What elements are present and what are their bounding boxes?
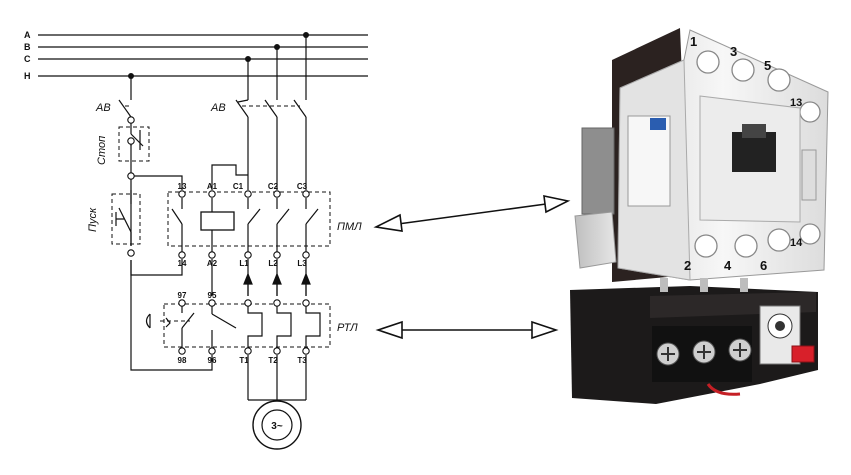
contactor-pointer-arrow (373, 194, 571, 232)
terminal-label: C3 (297, 182, 308, 191)
terminal-label: A1 (207, 182, 218, 191)
start-button-box (111, 193, 141, 245)
terminal-labels: 13 A1 C1 C2 C3 14 A2 L1 L2 L3 97 95 98 9… (178, 182, 308, 365)
flow-arrows (243, 272, 311, 296)
relay-box (163, 303, 331, 348)
photo-number: 14 (790, 237, 803, 249)
photo-number: 3 (730, 44, 737, 59)
bus-label-c: C (24, 54, 31, 64)
terminal-label: L1 (239, 259, 249, 268)
terminal-label: L2 (268, 259, 278, 268)
start-label: Пуск (87, 207, 99, 232)
device-photo: 1 3 5 13 2 4 6 14 (570, 28, 829, 404)
breaker-single-label: АВ (95, 102, 111, 114)
italic-labels: АВ АВ Стоп Пуск ПМЛ РТЛ (87, 102, 362, 334)
screw-holes-top (696, 50, 821, 123)
contactor-actuator (732, 132, 776, 172)
terminal-label: T1 (239, 356, 249, 365)
photo-number: 4 (724, 258, 732, 273)
terminal-label: 96 (208, 356, 217, 365)
breaker-three-label: АВ (210, 102, 226, 114)
photo-number: 5 (764, 58, 771, 73)
relay-pointer-arrow (375, 320, 559, 340)
relay-terminal-screws (652, 326, 752, 382)
relay-reset-symbol (145, 313, 171, 329)
terminal-label: T2 (268, 356, 278, 365)
terminal-label: C2 (268, 182, 279, 191)
motor-label: 3~ (271, 421, 283, 432)
terminal-label: T3 (297, 356, 307, 365)
contactor-name: ПМЛ (337, 221, 362, 233)
stop-label: Стоп (96, 136, 108, 165)
terminal-label: 95 (208, 291, 217, 300)
photo-number: 13 (790, 97, 802, 109)
bus-label-n: H (24, 71, 31, 81)
photo-number: 1 (690, 34, 697, 49)
terminal-label: C1 (233, 182, 244, 191)
contactor-coil (200, 211, 235, 231)
terminal-label: 14 (178, 259, 187, 268)
brand-logo (650, 118, 666, 130)
terminal-label: 13 (178, 182, 187, 191)
connector-pins (660, 278, 748, 292)
photo-number: 6 (760, 258, 767, 273)
bus-labels: A B C H (24, 30, 31, 81)
bus-junctions (128, 32, 309, 79)
bus-label-b: B (24, 42, 31, 52)
photo-number: 2 (684, 258, 691, 273)
start-button-symbol (115, 190, 132, 246)
contactor-label-plate (627, 115, 671, 207)
relay-name: РТЛ (337, 322, 358, 334)
relay-reset-button (791, 345, 815, 363)
screw-holes-bottom (694, 223, 821, 258)
pointer-arrows (373, 194, 571, 340)
relay-red-wire (706, 383, 741, 396)
contactor-side-clip (581, 127, 615, 215)
bus-lines (38, 34, 368, 77)
photo-numbers: 1 3 5 13 2 4 6 14 (684, 34, 803, 273)
terminal-label: A2 (207, 259, 218, 268)
terminal-label: L3 (297, 259, 307, 268)
stop-button-box (118, 126, 150, 162)
terminal-circles (127, 116, 310, 355)
motor: 3~ (252, 400, 302, 450)
terminal-label: 97 (178, 291, 187, 300)
contactor-side-bracket (574, 211, 617, 269)
bus-label-a: A (24, 30, 31, 40)
terminal-label: 98 (178, 356, 187, 365)
